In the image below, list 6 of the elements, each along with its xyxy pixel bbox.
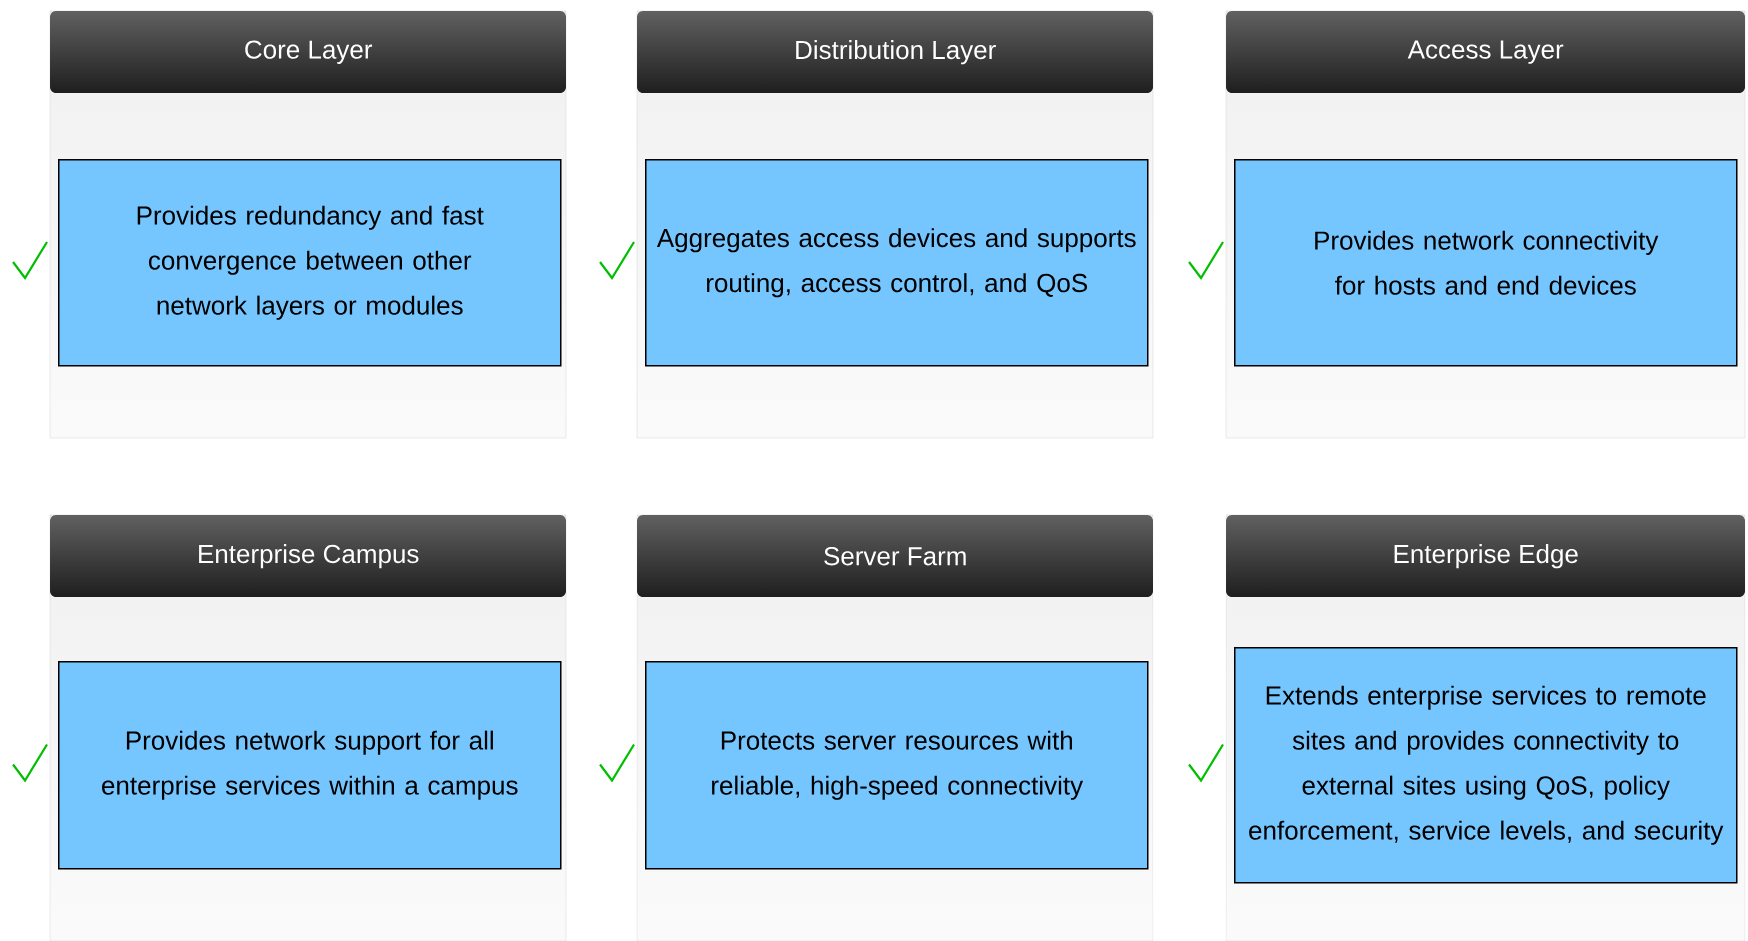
description-box: Aggregates access devices and supports routing, access control, and QoS xyxy=(645,159,1149,367)
description-box: Provides network connectivity for hosts and end devices xyxy=(1234,159,1738,367)
description-box: Extends enterprise services to remote sites and provides connectivity to external sites using QoS, policy enforcement, service levels, and security xyxy=(1234,647,1738,884)
description-box: Protects server resources with reliable, high-speed connectivity xyxy=(645,661,1149,870)
description-box: Provides redundancy and fast convergence between other network layers or modules xyxy=(58,159,562,367)
description-box: Provides network support for all enterprise services within a campus xyxy=(58,661,562,870)
